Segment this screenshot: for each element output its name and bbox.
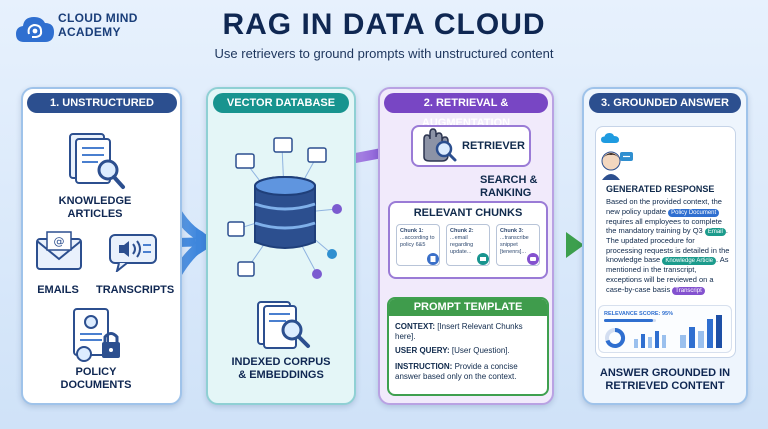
document-icon xyxy=(427,253,439,265)
page-title: RAG IN DATA CLOUD xyxy=(222,8,546,41)
citation-badge: Knowledge Article xyxy=(662,257,717,266)
indexed-corpus-icon xyxy=(257,301,310,349)
chunk-card: Chunk 3: ...transcribe snippet [tenenrs]… xyxy=(496,224,540,266)
cloud-icon xyxy=(601,133,619,143)
citation-badge: Policy Document xyxy=(668,208,720,217)
prompt-query-line: USER QUERY: [User Question]. xyxy=(395,346,510,355)
prompt-context-line: CONTEXT: [Insert Relevant Chunks here]. xyxy=(395,322,523,341)
header-retrieval: 2. RETRIEVAL & AUGMENTATION xyxy=(384,93,548,129)
label-indexed-corpus: INDEXED CORPUS & EMBEDDINGS xyxy=(231,356,331,381)
generated-response-text: Based on the provided context, the new p… xyxy=(606,197,730,295)
label-emails: EMAILS xyxy=(37,284,79,296)
policy-document-icon xyxy=(73,308,120,362)
mini-bar-chart-icon xyxy=(634,331,666,348)
donut-chart-icon xyxy=(605,327,626,348)
label-knowledge-articles: KNOWLEDGE ARTICLES xyxy=(58,195,132,220)
svg-text:@: @ xyxy=(54,235,65,248)
page-subtitle: Use retrievers to ground prompts with un… xyxy=(214,46,554,61)
brand-name: CLOUD MIND ACADEMY xyxy=(58,11,138,39)
robot-hand-magnifier-icon xyxy=(423,128,457,162)
label-search-ranking: SEARCH & RANKING xyxy=(480,174,538,199)
label-retriever: RETRIEVER xyxy=(462,140,525,152)
relevance-bar-fill xyxy=(604,319,654,322)
email-icon xyxy=(477,253,489,265)
label-transcripts: TRANSCRIPTS xyxy=(96,284,175,296)
chunk-card: Chunk 2: ...email regarding update... xyxy=(446,224,490,266)
transcript-icon xyxy=(527,253,539,265)
label-relevant-chunks: RELEVANT CHUNKS xyxy=(413,207,523,219)
generated-response-header: GENERATED RESPONSE xyxy=(606,184,715,194)
email-icon: @ xyxy=(36,231,82,270)
knowledge-articles-icon xyxy=(69,133,125,189)
label-answer-grounded: ANSWER GROUNDED IN RETRIEVED CONTENT xyxy=(599,367,731,392)
citation-badge: Email xyxy=(704,228,726,237)
header-unstructured-sources: 1. UNSTRUCTURED SOURCES xyxy=(27,93,177,129)
header-grounded-answer: 3. GROUNDED ANSWER xyxy=(589,93,741,113)
bar-chart-icon xyxy=(680,315,722,348)
label-prompt-template: PROMPT TEMPLATE xyxy=(389,299,547,316)
relevance-bar-track xyxy=(604,319,656,322)
vector-database-icon xyxy=(227,137,342,279)
label-policy-documents: POLICY DOCUMENTS xyxy=(60,366,132,391)
cloud-brain-logo-icon xyxy=(16,17,54,42)
prompt-instruction-line: INSTRUCTION: Provide a concise answer ba… xyxy=(395,362,518,381)
relevance-score-label: RELEVANCE SCORE: 95% xyxy=(604,311,673,317)
transcript-speech-icon xyxy=(109,234,157,272)
chunk-card: Chunk 1: ...according to policy 6&5 xyxy=(396,224,440,266)
header-vector-database: VECTOR DATABASE xyxy=(213,93,349,113)
citation-badge: Transcript xyxy=(672,286,705,295)
user-avatar-icon xyxy=(601,151,633,180)
